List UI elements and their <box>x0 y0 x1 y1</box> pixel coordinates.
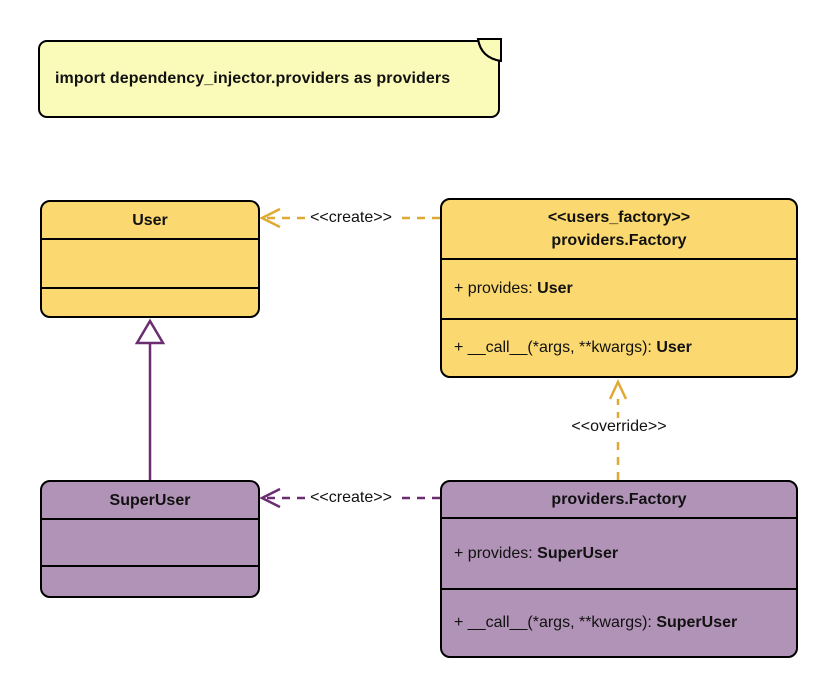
open-arrowhead-icon <box>608 379 628 400</box>
attributes-compartment <box>42 238 258 287</box>
attributes-compartment <box>42 518 258 565</box>
note: import dependency_injector.providers as … <box>38 38 502 118</box>
create-label-top: <<create>> <box>307 209 395 227</box>
inheritance-arrow <box>134 318 166 480</box>
class-title: <<users_factory>> providers.Factory <box>442 200 796 258</box>
note-text: import dependency_injector.providers as … <box>55 70 451 87</box>
methods-compartment: + __call__(*args, **kwargs): SuperUser <box>442 588 796 656</box>
methods-compartment <box>42 287 258 316</box>
class-stereotype: <<users_factory>> <box>547 209 691 226</box>
methods-compartment: + __call__(*args, **kwargs): User <box>442 318 796 376</box>
class-title: SuperUser <box>109 491 191 509</box>
note-body: import dependency_injector.providers as … <box>38 40 500 118</box>
class-user: User <box>40 200 260 318</box>
class-title: User <box>132 211 168 229</box>
open-arrowhead-icon <box>259 487 281 509</box>
hollow-triangle-icon <box>134 318 166 345</box>
override-label: <<override>> <box>568 418 670 436</box>
class-superuser: SuperUser <box>40 480 260 598</box>
class-title: providers.Factory <box>551 491 687 508</box>
attributes-compartment: + provides: User <box>442 258 796 318</box>
create-label-bottom: <<create>> <box>307 489 395 507</box>
attributes-compartment: + provides: SuperUser <box>442 517 796 588</box>
attribute-provides: + provides: SuperUser <box>454 544 619 562</box>
method-call: + __call__(*args, **kwargs): User <box>454 339 692 356</box>
folded-corner-icon <box>476 38 502 63</box>
class-users-factory: <<users_factory>> providers.Factory + pr… <box>440 198 798 378</box>
class-name: providers.Factory <box>551 232 687 249</box>
methods-compartment <box>42 565 258 596</box>
class-factory: providers.Factory + provides: SuperUser … <box>440 480 798 658</box>
open-arrowhead-icon <box>259 207 281 229</box>
attribute-provides: + provides: User <box>454 280 573 297</box>
method-call: + __call__(*args, **kwargs): SuperUser <box>454 614 738 631</box>
